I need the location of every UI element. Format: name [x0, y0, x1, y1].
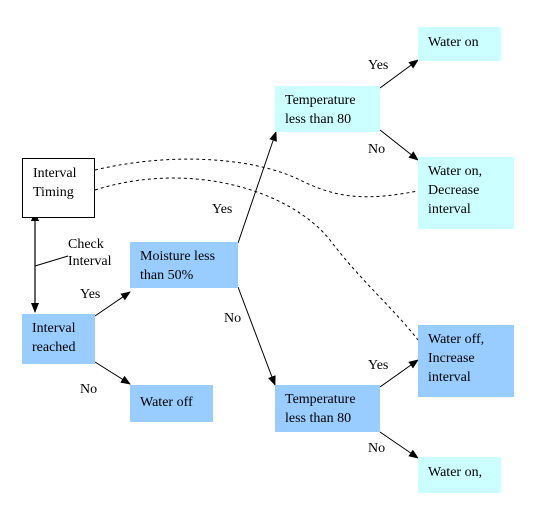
node-water-on-decrease: Water on, Decrease interval	[418, 157, 514, 229]
arrow-temptop-decrease	[379, 129, 419, 161]
arrow-tempbottom-wateron	[379, 431, 419, 459]
node-water-on-top: Water on	[418, 27, 501, 61]
arrow-reached-moisture	[94, 291, 131, 317]
arrow-reached-wateroff	[94, 361, 131, 385]
node-water-off-increase: Water off, Increase interval	[418, 325, 514, 397]
dashed-link-increase	[94, 177, 419, 341]
node-water-off-left: Water off	[130, 385, 213, 422]
node-temp-bottom: Temperature less than 80	[275, 385, 380, 432]
node-temp-top: Temperature less than 80	[275, 86, 380, 132]
label-no-water-on-decrease: No	[368, 142, 386, 157]
label-no-temp-bottom: No	[224, 311, 242, 326]
label-no-water-on-bottom: No	[368, 441, 386, 456]
check-interval-connector	[34, 255, 69, 267]
node-moisture: Moisture less than 50%	[130, 242, 238, 288]
node-interval-reached: Interval reached	[22, 314, 95, 364]
arrow-temptop-wateron	[379, 59, 419, 89]
label-yes-water-off-increase: Yes	[368, 358, 389, 373]
arrow-moisture-temp-bottom	[237, 286, 276, 386]
label-check-interval: Check Interval	[68, 237, 112, 269]
label-yes-temp-top: Yes	[212, 202, 233, 217]
label-yes-water-on-top: Yes	[368, 58, 389, 73]
arrow-tempbottom-increase	[379, 359, 419, 388]
node-interval-timing: Interval Timing	[22, 158, 95, 218]
node-water-on-bottom: Water on,	[418, 457, 501, 493]
label-yes-moisture: Yes	[80, 287, 101, 302]
arrow-moisture-temp-top	[237, 131, 277, 244]
dashed-link-decrease	[94, 158, 419, 198]
label-no-water-off: No	[80, 382, 98, 397]
